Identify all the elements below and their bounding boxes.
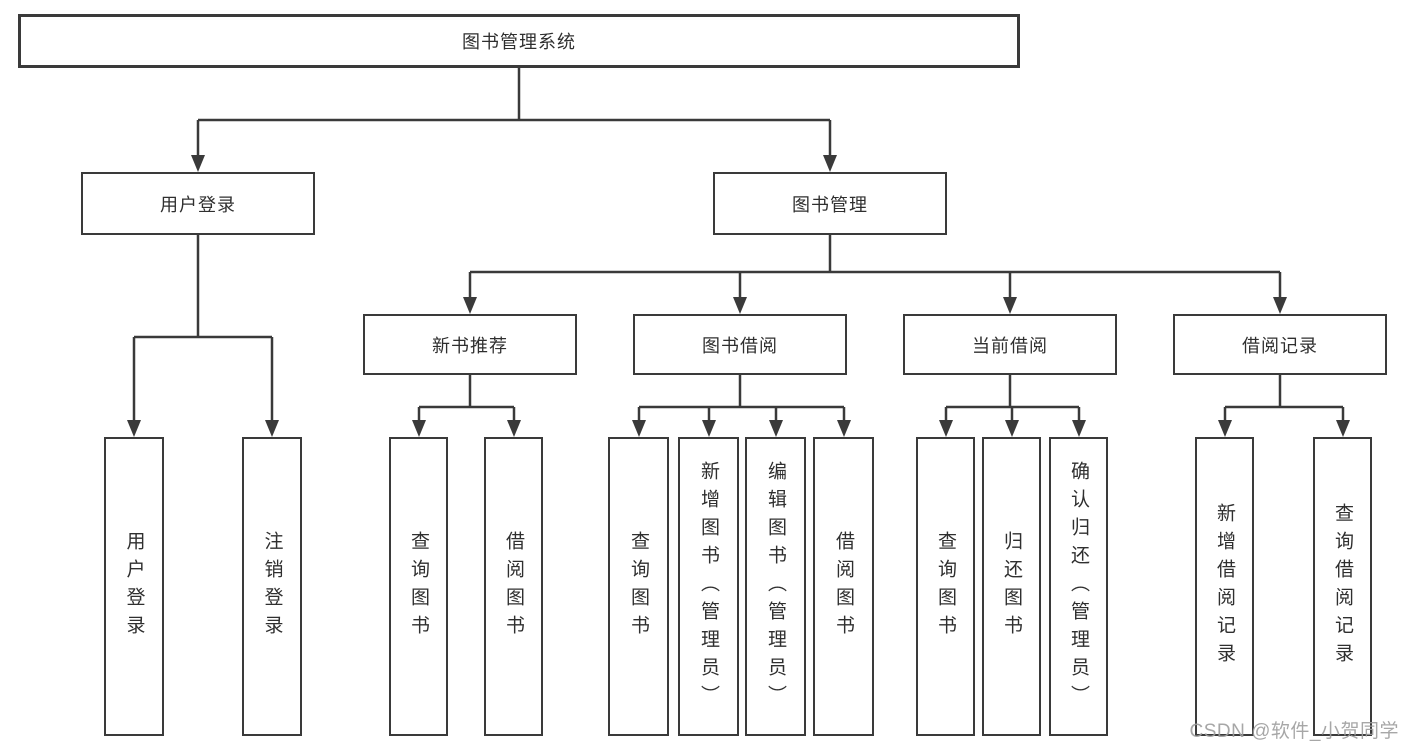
node-label: 查询图书 <box>935 530 956 643</box>
leaf-query-borrow-record: 查询借阅记录 <box>1313 437 1372 736</box>
node-root: 图书管理系统 <box>18 14 1020 68</box>
node-label: 新增借阅记录 <box>1214 502 1235 671</box>
node-label: 图书管理系统 <box>462 32 576 52</box>
node-label: 图书借阅 <box>702 335 778 356</box>
node-label: 查询图书 <box>408 530 429 643</box>
node-label: 图书管理 <box>792 194 868 215</box>
leaf-logout: 注销登录 <box>242 437 302 736</box>
leaf-confirm-return-admin: 确认归还（管理员） <box>1049 437 1108 736</box>
node-current-borrow: 当前借阅 <box>903 314 1117 375</box>
node-label: 用户登录 <box>123 530 145 643</box>
node-label: 注销登录 <box>261 530 283 643</box>
node-borrow-records: 借阅记录 <box>1173 314 1387 375</box>
node-user-login: 用户登录 <box>81 172 315 235</box>
node-label: 当前借阅 <box>972 335 1048 356</box>
leaf-query-books-borrow: 查询图书 <box>608 437 669 736</box>
leaf-edit-book-admin: 编辑图书（管理员） <box>745 437 806 736</box>
node-book-management: 图书管理 <box>713 172 947 235</box>
leaf-borrow-books: 借阅图书 <box>813 437 874 736</box>
leaf-add-borrow-record: 新增借阅记录 <box>1195 437 1254 736</box>
node-new-book-recommend: 新书推荐 <box>363 314 577 375</box>
node-label: 借阅图书 <box>833 530 854 643</box>
node-label: 借阅记录 <box>1242 335 1318 356</box>
leaf-user-login: 用户登录 <box>104 437 164 736</box>
node-label: 新书推荐 <box>432 335 508 356</box>
node-label: 借阅图书 <box>503 530 524 643</box>
leaf-add-book-admin: 新增图书（管理员） <box>678 437 739 736</box>
leaf-return-books: 归还图书 <box>982 437 1041 736</box>
node-label: 查询图书 <box>628 530 649 643</box>
tree-edges <box>132 68 1345 422</box>
node-label: 新增图书（管理员） <box>698 460 719 713</box>
node-label: 编辑图书（管理员） <box>765 460 786 713</box>
node-label: 用户登录 <box>160 194 236 215</box>
leaf-query-books-recommend: 查询图书 <box>389 437 448 736</box>
leaf-query-books-current: 查询图书 <box>916 437 975 736</box>
watermark: CSDN @软件_小贺同学 <box>1189 721 1399 742</box>
leaf-borrow-books-recommend: 借阅图书 <box>484 437 543 736</box>
node-label: 归还图书 <box>1001 530 1022 643</box>
node-book-borrow: 图书借阅 <box>633 314 847 375</box>
node-label: 确认归还（管理员） <box>1068 460 1089 713</box>
node-label: 查询借阅记录 <box>1332 502 1353 671</box>
arrowheads <box>127 155 1350 437</box>
